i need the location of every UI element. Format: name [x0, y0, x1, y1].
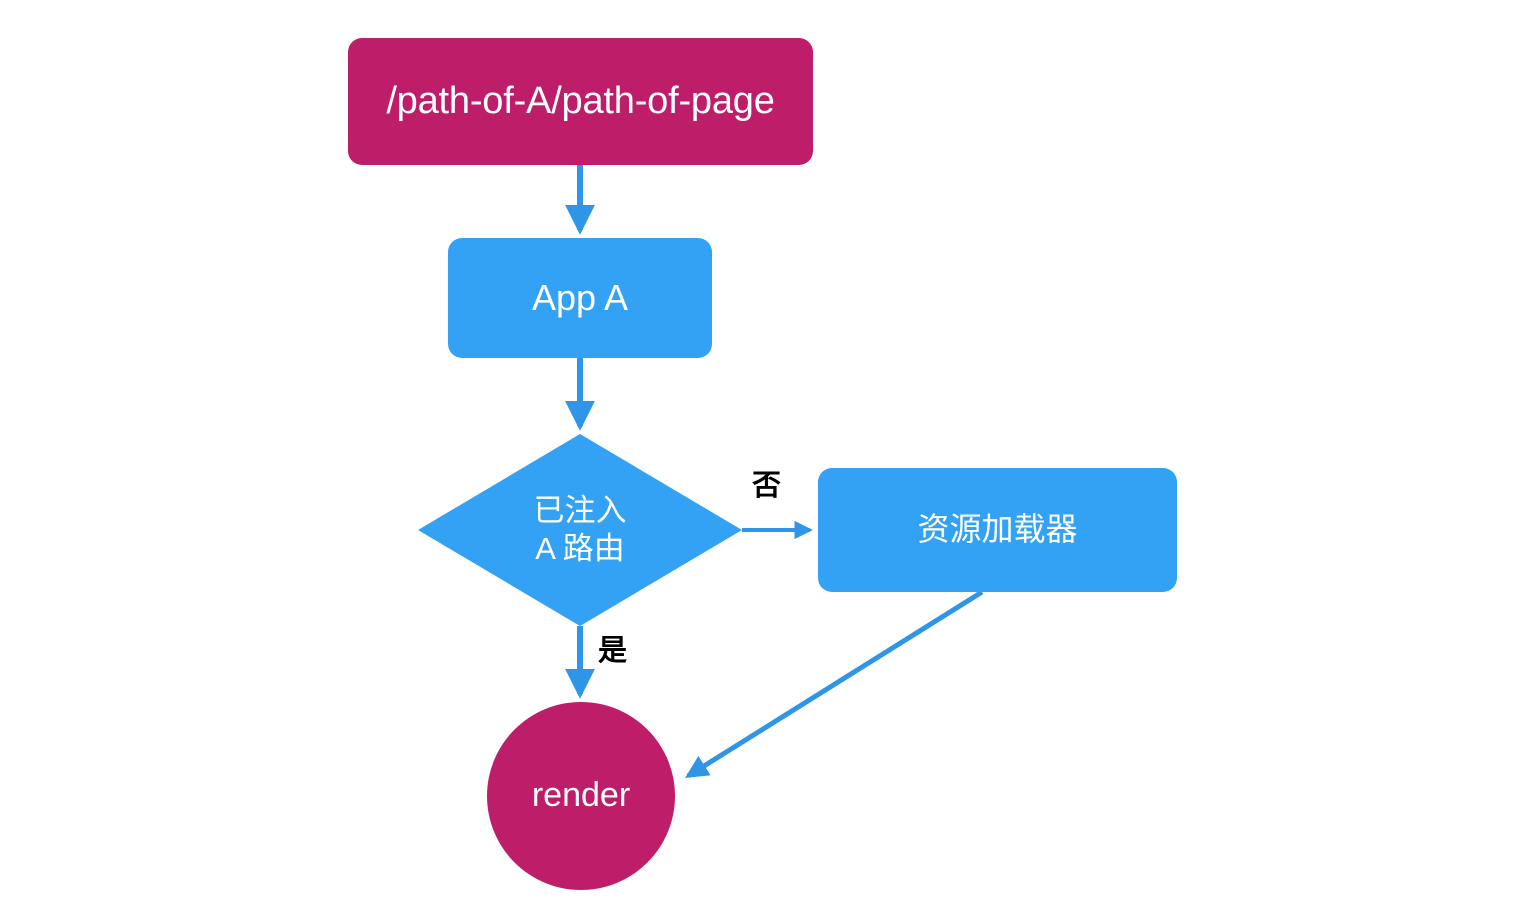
edge-label-yes: 是 [598, 635, 628, 667]
node-render-label: render [531, 776, 631, 815]
node-render[interactable]: render [487, 702, 675, 890]
node-start-path[interactable]: /path-of-A/path-of-page [348, 38, 813, 165]
node-resource-loader[interactable]: 资源加载器 [818, 468, 1177, 592]
edge-label-no: 否 [752, 470, 782, 502]
node-decision-route-injected[interactable]: 已注入 A 路由 [418, 434, 742, 626]
node-start-label: /path-of-A/path-of-page [386, 80, 775, 123]
node-app-label: App A [531, 277, 629, 319]
node-app-a[interactable]: App A [448, 238, 712, 358]
node-decision-label: 已注入 A 路由 [533, 493, 627, 566]
node-loader-label: 资源加载器 [917, 511, 1078, 548]
